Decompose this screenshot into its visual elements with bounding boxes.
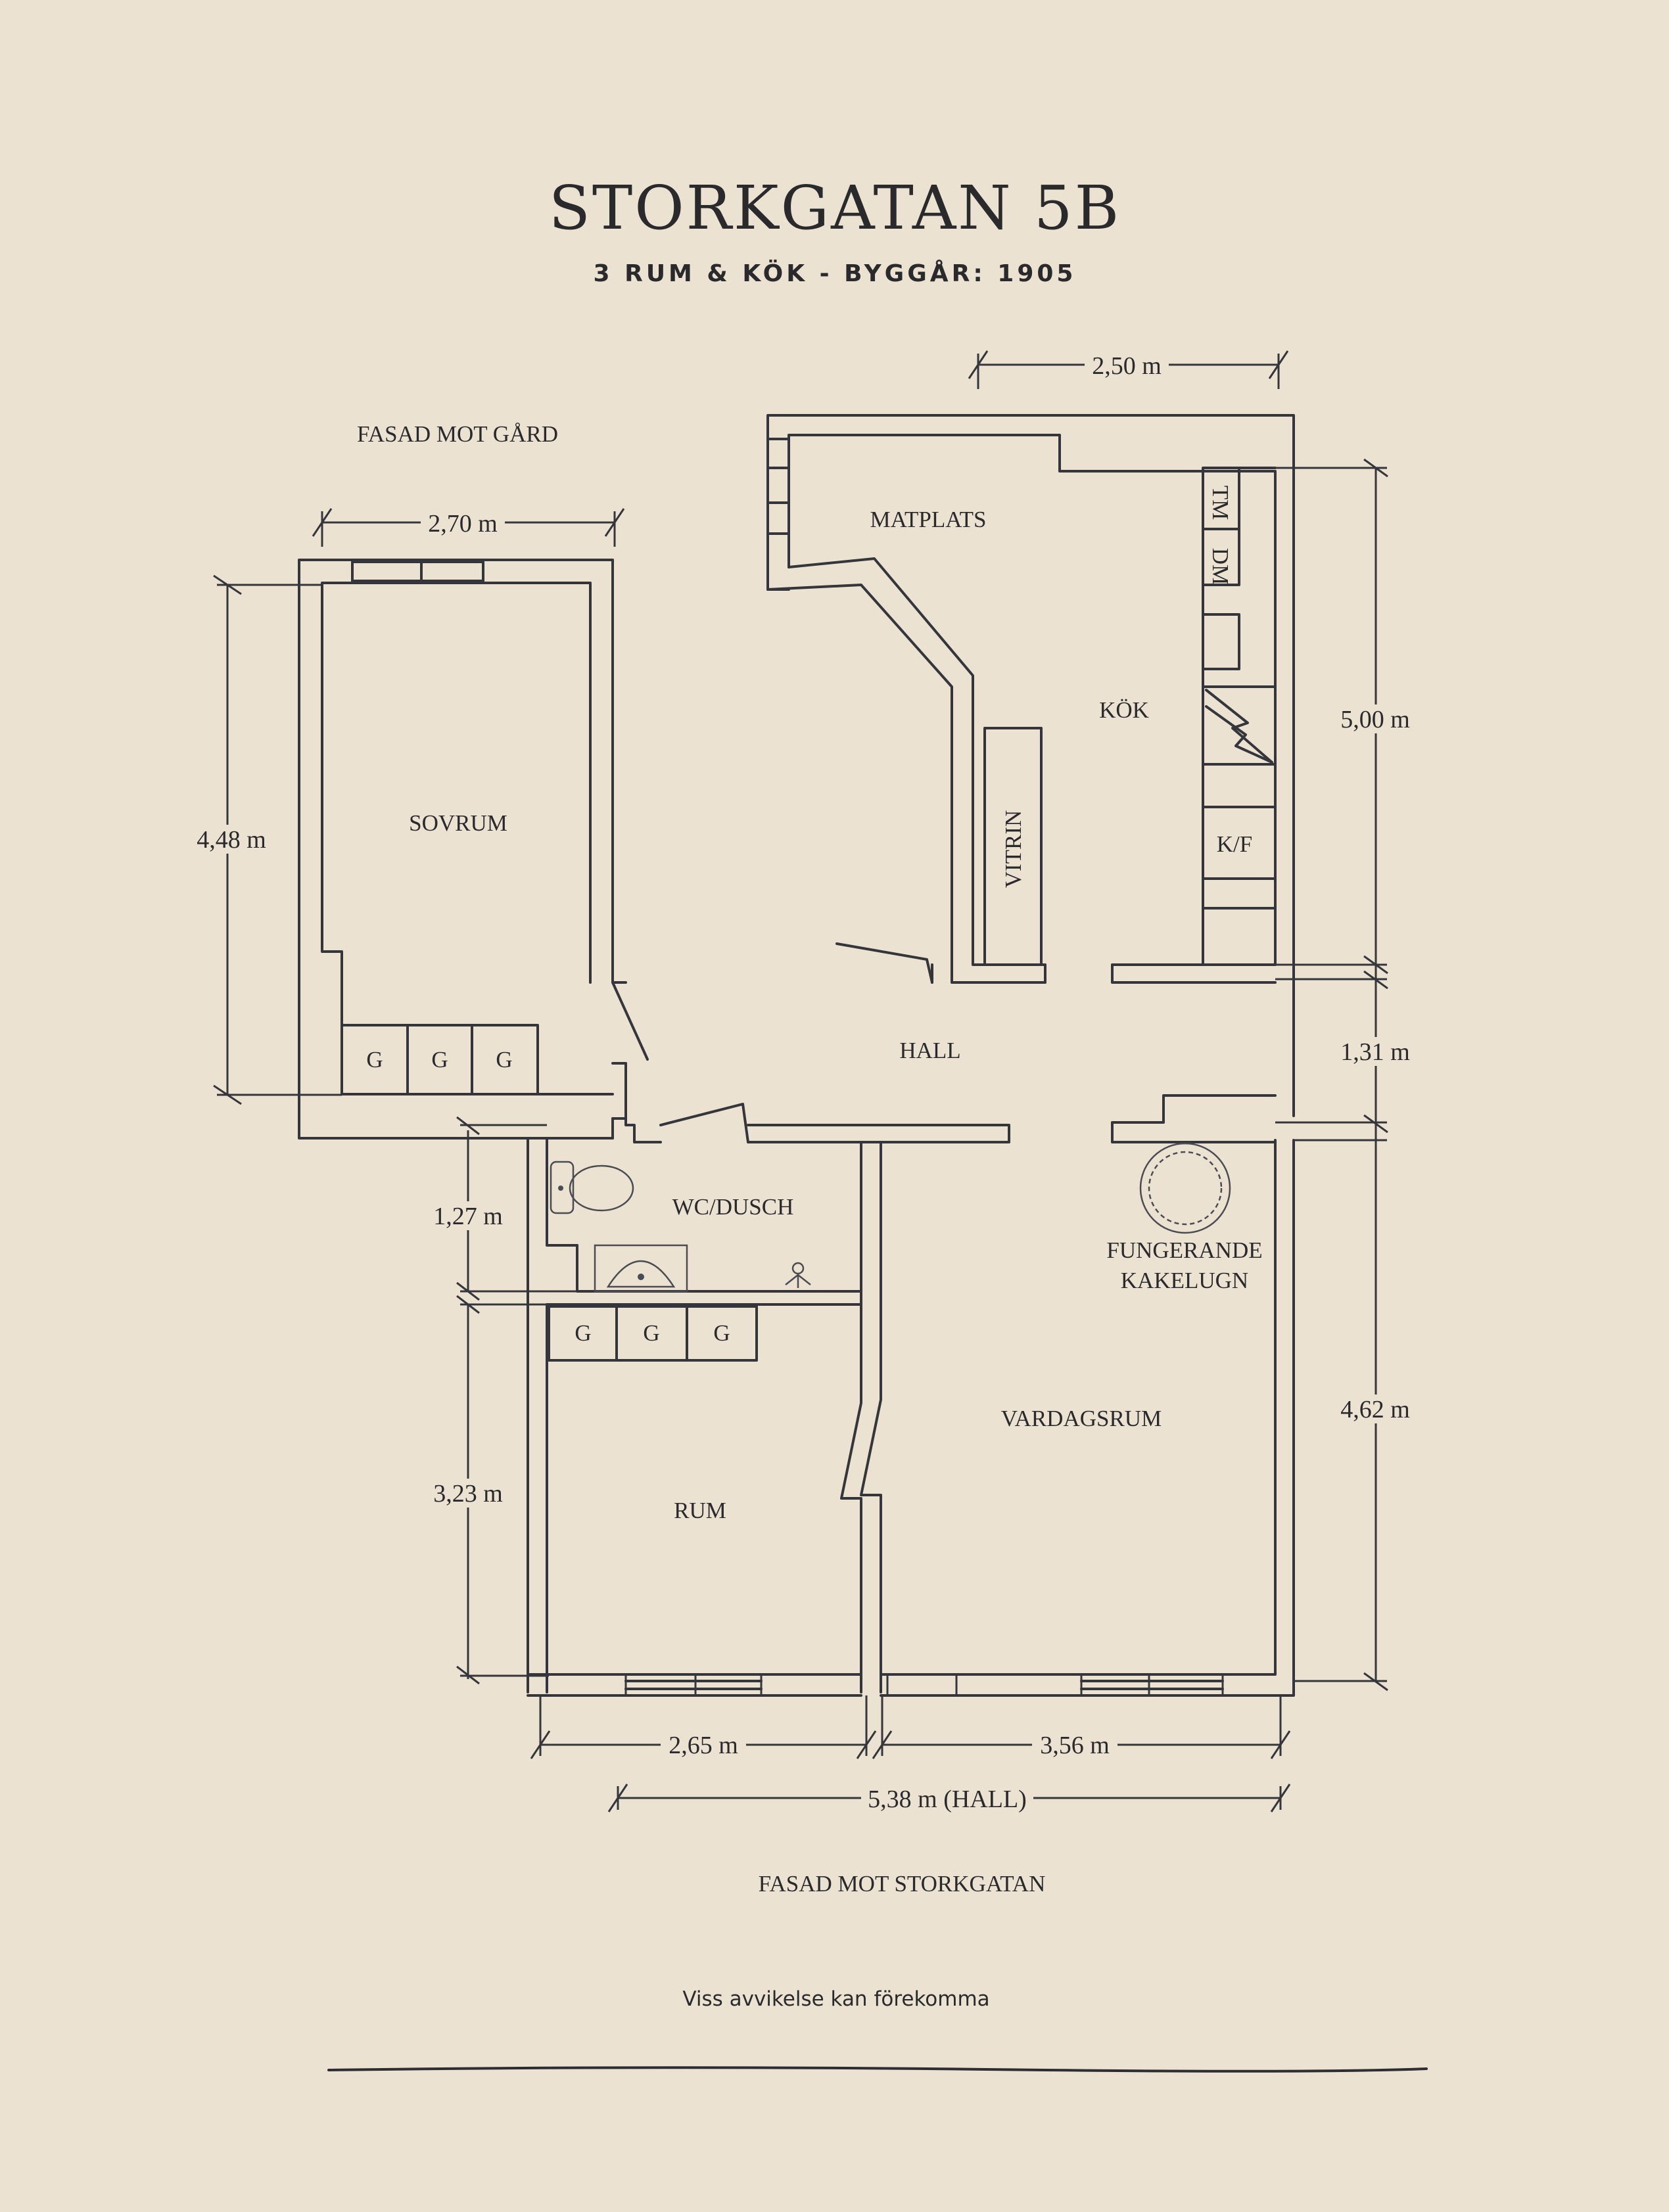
room-label-sovrum: SOVRUM: [409, 810, 507, 836]
room-label-vardagsrum: VARDAGSRUM: [1001, 1406, 1162, 1431]
fixture-vitrin-label: VITRIN: [1000, 810, 1026, 888]
dim-hall-width: 5,38 m (HALL): [868, 1786, 1027, 1813]
disclaimer-note: Viss avvikelse kan förekomma: [682, 1987, 989, 2011]
footer-rule: [327, 2066, 1428, 2073]
sink-icon: [594, 1244, 688, 1293]
toilet-icon: [550, 1161, 634, 1214]
wardrobe-label: G: [643, 1320, 659, 1346]
stove-icon: [1205, 689, 1273, 764]
room-label-rum: RUM: [674, 1498, 726, 1523]
room-label-kakelugn: KAKELUGN: [1121, 1268, 1248, 1293]
fixture-tm-label: TM: [1208, 486, 1233, 520]
dim-room-height: 3,23 m: [433, 1480, 503, 1508]
dim-hall-height: 1,31 m: [1340, 1038, 1410, 1066]
fixture-kf-label: K/F: [1217, 831, 1252, 857]
walls: [298, 414, 1295, 1697]
dim-living-width: 3,56 m: [1040, 1732, 1110, 1759]
dim-bedroom-width: 2,70 m: [428, 510, 498, 538]
room-label-matplats: MATPLATS: [870, 507, 987, 532]
room-label-wc: WC/DUSCH: [672, 1194, 794, 1220]
page-title: STORKGATAN 5B: [549, 173, 1121, 243]
room-label-kok: KÖK: [1099, 697, 1149, 723]
wardrobes: G G G G G G: [366, 1047, 730, 1346]
kakelugn-icon: [1139, 1142, 1231, 1234]
dimension-labels: 2,50 m 2,70 m 4,48 m 5,00 m 1,31 m 1,27 …: [191, 350, 1417, 1814]
shower-icon: [785, 1262, 811, 1288]
dim-bedroom-height: 4,48 m: [197, 826, 266, 854]
dim-kitchen-height: 5,00 m: [1340, 706, 1410, 733]
wardrobe-label: G: [496, 1047, 512, 1072]
room-labels: MATPLATS KÖK SOVRUM HALL WC/DUSCH FUNGER…: [409, 507, 1263, 1523]
fixture-dm-label: DM: [1208, 548, 1233, 585]
dim-living-height: 4,62 m: [1340, 1396, 1410, 1423]
wardrobe-label: G: [575, 1320, 591, 1346]
fridge-freezer: K/F: [1217, 831, 1252, 857]
window-ticks: [624, 1674, 1224, 1695]
facade-street-label: FASAD MOT STORKGATAN: [759, 1871, 1046, 1897]
page-subtitle: 3 RUM & KÖK - BYGGÅR: 1905: [594, 260, 1077, 287]
facade-courtyard-label: FASAD MOT GÅRD: [357, 421, 558, 447]
dim-kitchen-width: 2,50 m: [1092, 352, 1162, 380]
wardrobe-label: G: [366, 1047, 383, 1072]
dim-room-width: 2,65 m: [669, 1732, 738, 1759]
dim-wc-height: 1,27 m: [433, 1203, 503, 1230]
wardrobe-label: G: [431, 1047, 448, 1072]
wardrobe-label: G: [713, 1320, 730, 1346]
room-label-hall: HALL: [899, 1038, 960, 1063]
room-label-kakelugn: FUNGERANDE: [1106, 1237, 1262, 1263]
